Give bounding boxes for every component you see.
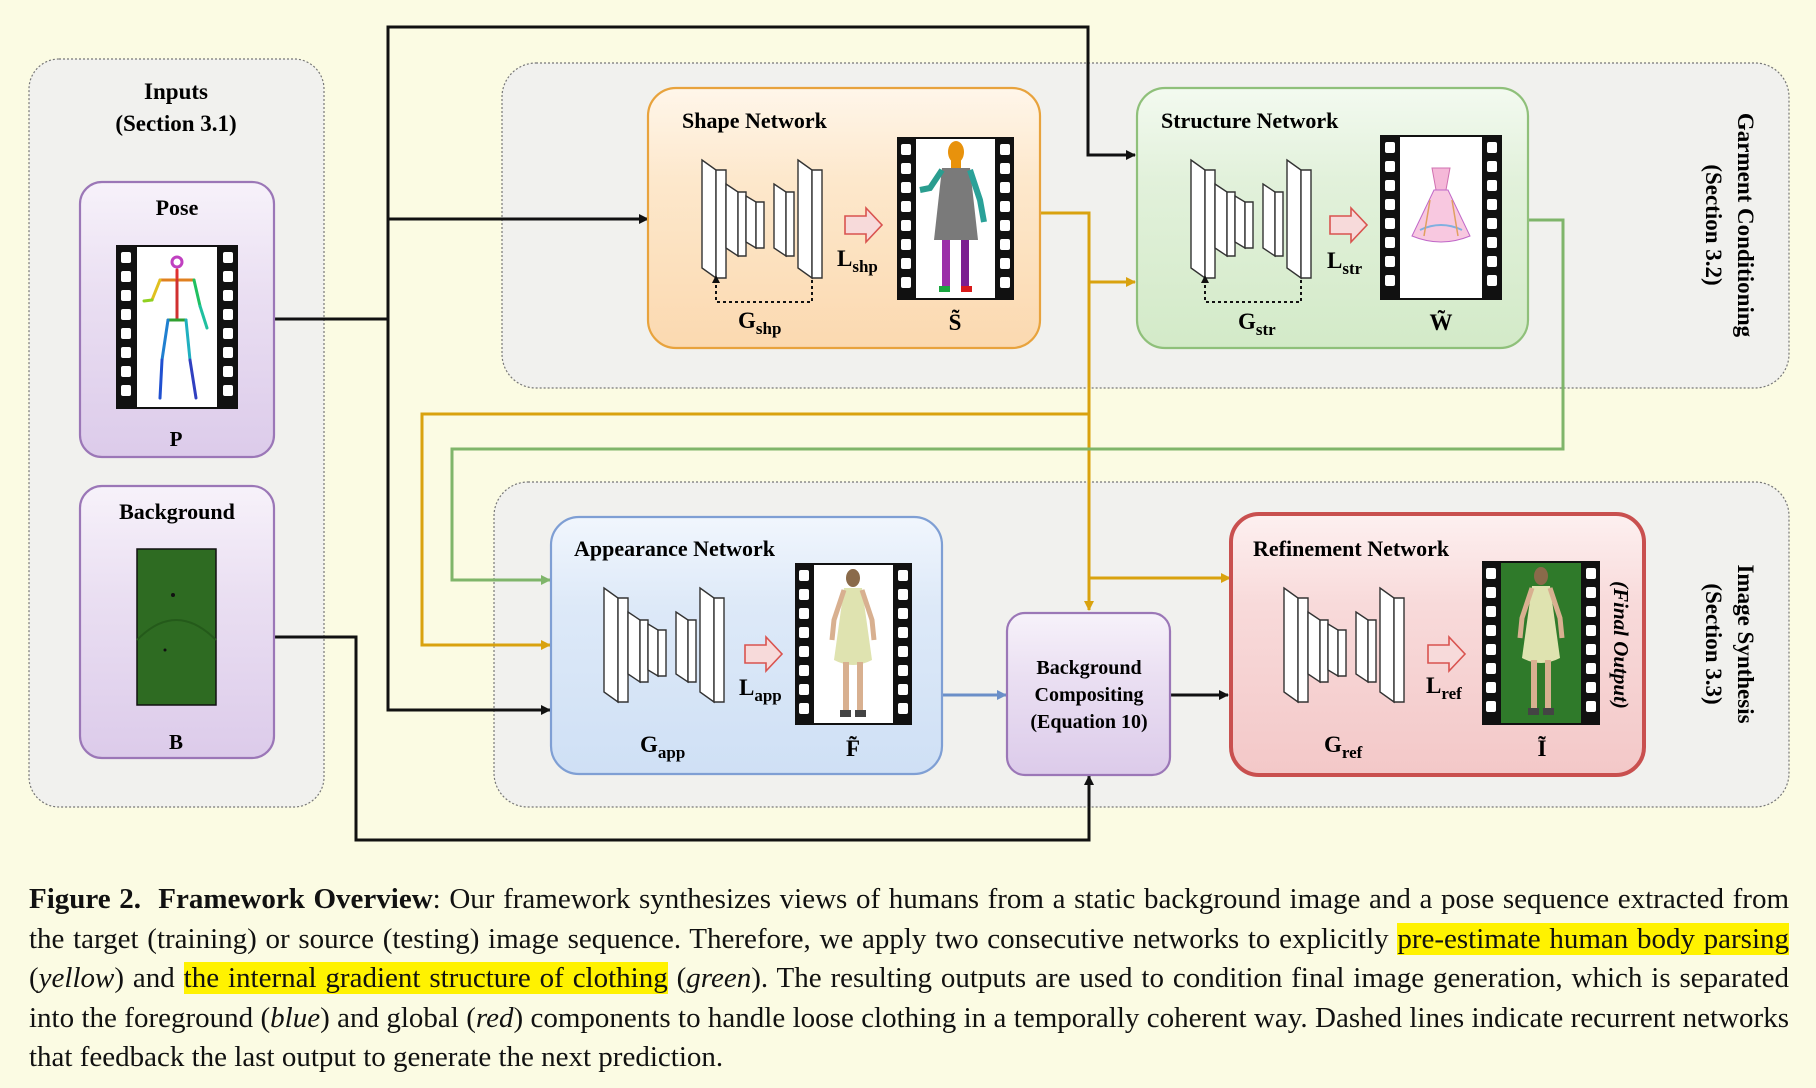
- structure-generator-label: Gstr: [1238, 309, 1276, 339]
- caption-label: Figure 2.: [29, 883, 142, 915]
- shape-loss-arrow: [844, 205, 884, 245]
- caption-highlight-green: the internal gradient structure of cloth…: [183, 962, 668, 994]
- shape-loss-label: Lshp: [837, 246, 878, 276]
- caption-highlight-yellow: pre-estimate human body parsing: [1397, 922, 1789, 955]
- structure-output-filmstrip: [1380, 135, 1502, 300]
- final-output-note: (Final Output): [1609, 581, 1633, 709]
- appearance-output-filmstrip: [795, 563, 912, 725]
- foreground-person-figure: [829, 569, 877, 717]
- shape-output-connector: [420, 211, 1091, 650]
- refinement-unet-icon: [1283, 586, 1405, 704]
- shape-output-label: S̃: [949, 310, 962, 335]
- appearance-loss-label: Lapp: [739, 675, 782, 705]
- refinement-output-filmstrip: [1482, 561, 1600, 725]
- structure-recurrent-dashed: [1201, 275, 1302, 303]
- caption-color-green: green: [686, 962, 752, 994]
- appearance-unet-icon: [603, 586, 725, 704]
- refinement-loss-label: Lref: [1426, 673, 1462, 703]
- caption-text-4: (: [667, 962, 687, 994]
- garment-structure-figure: [1411, 167, 1471, 243]
- synthesis-section: (Section 3.3): [1701, 583, 1726, 704]
- body-parsing-figure: [919, 141, 987, 292]
- background-image: [136, 548, 217, 706]
- structure-output-label: W̃: [1430, 310, 1453, 335]
- appearance-generator-label: Gapp: [640, 732, 685, 762]
- appearance-network-title: Appearance Network: [574, 536, 776, 561]
- pose-title: Pose: [156, 195, 199, 220]
- framework-diagram: Inputs (Section 3.1) Garment Conditionin…: [28, 25, 1790, 842]
- refinement-output-label: Ĩ: [1538, 736, 1547, 761]
- compositing-line3: (Equation 10): [1030, 711, 1147, 733]
- caption-text-1: : Our framework synthesizes views of hum…: [29, 883, 1790, 955]
- pose-to-appearance-arrow: [386, 319, 551, 715]
- refinement-generator-label: Gref: [1324, 732, 1363, 762]
- garment-title: Garment Conditioning: [1733, 113, 1758, 338]
- inputs-title: Inputs: [144, 79, 208, 104]
- background-to-compositing-arrow: [275, 635, 1094, 842]
- pose-symbol: P: [170, 427, 183, 451]
- compositing-line2: Compositing: [1035, 684, 1144, 706]
- background-symbol: B: [169, 730, 183, 754]
- structure-output-connector: [450, 218, 1565, 585]
- caption-color-blue: blue: [270, 1001, 321, 1034]
- final-person-figure: [1517, 567, 1565, 715]
- appearance-loss-arrow: [744, 634, 784, 674]
- structure-unet-icon: [1190, 158, 1312, 280]
- structure-loss-arrow: [1329, 205, 1369, 245]
- figure-caption: Figure 2. Framework Overview: Our framew…: [29, 880, 1789, 1078]
- refinement-network-title: Refinement Network: [1253, 536, 1450, 561]
- appearance-output-label: F̃: [846, 736, 860, 761]
- caption-text-5: ). The resulting outputs are used to con…: [29, 962, 1789, 1034]
- compositing-line1: Background: [1036, 657, 1141, 679]
- caption-color-red: red: [475, 1001, 514, 1034]
- synthesis-title: Image Synthesis: [1733, 564, 1758, 723]
- structure-loss-label: Lstr: [1327, 248, 1363, 278]
- shape-network-title: Shape Network: [682, 108, 828, 133]
- pose-filmstrip: [116, 245, 238, 409]
- shape-recurrent-dashed: [712, 275, 813, 303]
- caption-text-2: (: [29, 962, 39, 994]
- caption-heading: Framework Overview: [158, 883, 433, 915]
- shape-generator-label: Gshp: [738, 308, 781, 338]
- caption-text-6: ) and global (: [320, 1001, 476, 1034]
- caption-color-yellow: yellow: [38, 962, 115, 994]
- structure-network-title: Structure Network: [1161, 108, 1339, 133]
- caption-text-3: ) and: [114, 962, 184, 994]
- shape-output-filmstrip: [897, 137, 1014, 300]
- inputs-section: (Section 3.1): [115, 111, 236, 136]
- shape-unet-icon: [701, 158, 823, 280]
- caption-text-7: ) components to handle loose clothing in…: [29, 1001, 1789, 1074]
- background-title: Background: [119, 499, 235, 524]
- pose-connector: [275, 25, 1136, 321]
- refinement-loss-arrow: [1427, 634, 1467, 674]
- compositing-box: [1005, 611, 1172, 777]
- pose-skeleton: [142, 255, 209, 400]
- garment-section: (Section 3.2): [1701, 164, 1726, 285]
